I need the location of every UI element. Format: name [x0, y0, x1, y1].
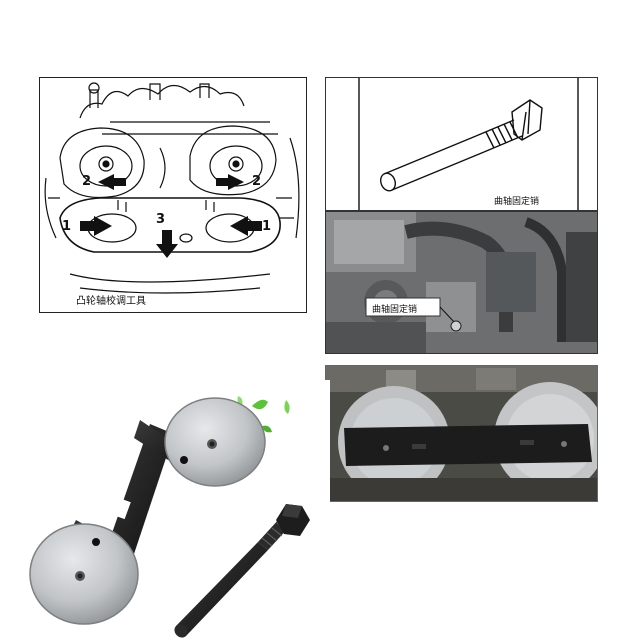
engine-line-drawing [44, 82, 300, 294]
diagram-caption: 凸轮轴校调工具 [76, 296, 146, 307]
pin-line-drawing [358, 78, 579, 210]
camshaft-alignment-diagram: 2 1 3 2 1 凸轮轴校调工具 [39, 77, 307, 313]
installed-tool-illustration [326, 366, 597, 501]
leaf-icon [284, 400, 290, 414]
arrow-right-2-icon [216, 174, 244, 190]
leaf-icon [262, 425, 272, 433]
tool-kit-product-photo [0, 380, 330, 640]
installed-tool-photo [325, 365, 598, 502]
crankshaft-pin-drawing: 曲轴固定销 [325, 77, 598, 211]
tool-kit-illustration [29, 396, 310, 638]
callout-3: 3 [156, 212, 166, 227]
arrow-left-2-icon [98, 174, 126, 190]
callout-1-right: 1 [262, 219, 272, 234]
engine-pin-callout-label: 曲轴固定销 [372, 305, 418, 315]
engine-photo-illustration [326, 212, 597, 353]
arrow-right-1-icon [230, 216, 262, 236]
leaf-icon [252, 399, 268, 410]
callout-2-left: 2 [82, 174, 92, 189]
callout-2-right: 2 [252, 174, 262, 189]
engine-bay-photo: 曲轴固定销 [325, 211, 598, 354]
callout-1-left: 1 [62, 219, 72, 234]
arrow-left-1-icon [80, 216, 112, 236]
crankshaft-pin-label: 曲轴固定销 [494, 197, 540, 207]
arrow-down-3-icon [156, 230, 178, 258]
